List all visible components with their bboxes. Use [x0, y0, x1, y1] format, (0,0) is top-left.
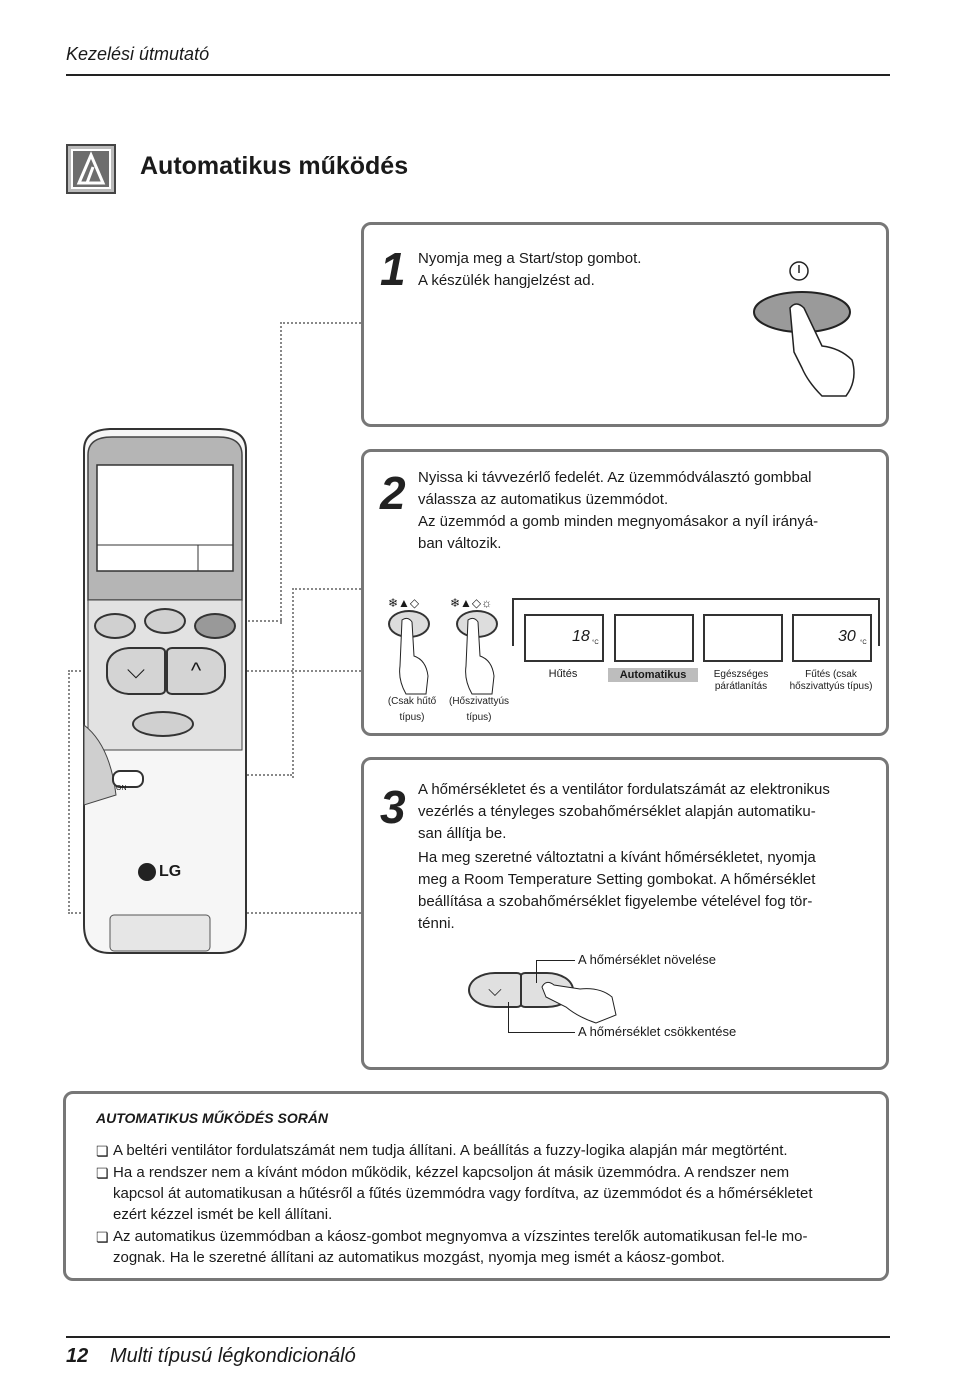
lcd-dehumidify: [703, 614, 783, 662]
mode-icons-heatpump: ❄▲◇☼: [450, 596, 493, 610]
step2-line3: Az üzemmód a gomb minden megnyomásakor a…: [418, 513, 819, 530]
remote-start-stop-button[interactable]: [194, 613, 236, 639]
step1-line2: A készülék hangjelzést ad.: [418, 272, 595, 289]
step3-box: [361, 757, 889, 1070]
decrease-label: A hőmérséklet csökkentése: [578, 1024, 737, 1039]
step2-line2: válassza az automatikus üzemmódot.: [418, 491, 669, 508]
remote-fan-button[interactable]: [132, 711, 194, 737]
heatpump-type-label-2: típus): [466, 712, 492, 723]
increase-label: A hőmérséklet növelése: [578, 952, 717, 967]
mode-icons-cooling: ❄▲◇: [388, 596, 420, 610]
footer-title: Multi típusú légkondicionáló: [110, 1345, 356, 1367]
step3-line4: Ha meg szeretné változtatni a kívánt hőm…: [418, 849, 816, 866]
note-item-2: ❏ Ha a rendszer nem a kívánt módon működ…: [96, 1164, 813, 1223]
note-item-1: ❏ A beltéri ventilátor fordulatszámát ne…: [96, 1140, 888, 1161]
step1-number: 1: [380, 243, 406, 295]
remote-swing-button[interactable]: [144, 608, 186, 634]
header-title: Kezelési útmutató: [66, 44, 210, 64]
step3-number: 3: [380, 781, 406, 833]
checkbox-bullet-icon: ❏: [96, 1229, 109, 1245]
page-title: Automatikus működés: [140, 152, 409, 180]
hand-pressing-icon: [540, 975, 620, 1030]
connector-step1-b: [232, 620, 282, 622]
start-stop-button-illustration[interactable]: [750, 290, 860, 400]
remote-temp-down-button[interactable]: ⌵: [106, 647, 166, 695]
decrease-pointer: [508, 1002, 575, 1033]
lcd-cooling: 18 °C: [524, 614, 604, 662]
step2-line1: Nyissa ki távvezérlő fedelét. Az üzemmód…: [418, 469, 812, 486]
step2-number: 2: [380, 467, 406, 519]
lcd-auto: [614, 614, 694, 662]
remote-fan-speed-button[interactable]: [94, 613, 136, 639]
lg-logo: LG: [138, 863, 181, 881]
cooling-type-label-2: típus): [399, 712, 425, 723]
lcd-cooling-temp: 18: [572, 628, 590, 645]
step3-line6: beállítása a szobahőmérséklet figyelembe…: [418, 893, 813, 910]
step3-line2: vezérlés a tényleges szobahőmérséklet al…: [418, 803, 816, 820]
mode-label-heating-1: Fűtés (csak: [805, 669, 857, 680]
mode-label-heating-2: hőszivattyús típus): [789, 681, 873, 692]
step3-line5: meg a Room Temperature Setting gombokat.…: [418, 871, 816, 888]
note-item-3: ❏ Az automatikus üzemmódban a káosz-gomb…: [96, 1228, 808, 1266]
header-rule: [66, 74, 890, 76]
step3-line7: ténni.: [418, 915, 455, 932]
remote-on-label: ON: [116, 785, 127, 792]
mode-cycle-arrow: [512, 598, 880, 646]
footer-rule: [66, 1336, 890, 1338]
mode-label-dehumidify-1: Egészséges: [713, 669, 769, 680]
connector-step1: [280, 322, 364, 624]
chevron-down-icon: ⌵: [488, 979, 502, 1000]
remote-temp-up-button[interactable]: ^: [166, 647, 226, 695]
mode-label-cooling: Hűtés: [548, 668, 578, 680]
increase-pointer: [536, 960, 575, 983]
lcd-heating-temp: 30: [838, 628, 856, 645]
notes-title: AUTOMATIKUS MŰKÖDÉS SORÁN: [96, 1110, 329, 1126]
chevron-up-icon: ^: [190, 658, 202, 683]
hand-icon: [392, 616, 502, 701]
remote-mode-button[interactable]: [112, 770, 144, 788]
connector-step2: [292, 588, 364, 778]
mode-label-auto: Automatikus: [608, 668, 698, 682]
step2-line4: ban változik.: [418, 535, 502, 552]
lcd-heating: 30 °C: [792, 614, 872, 662]
checkbox-bullet-icon: ❏: [96, 1165, 109, 1181]
notes-box: [63, 1091, 889, 1281]
auto-mode-icon: [66, 144, 116, 194]
checkbox-bullet-icon: ❏: [96, 1143, 109, 1159]
step3-line1: A hőmérsékletet és a ventilátor fordulat…: [418, 781, 830, 798]
mode-label-dehumidify-2: párátlanítás: [714, 681, 768, 692]
step3-line3: san állítja be.: [418, 825, 507, 842]
heatpump-type-label-1: (Hőszivattyús: [448, 696, 509, 707]
page-number: 12: [66, 1345, 89, 1367]
chevron-down-icon: ⌵: [126, 657, 146, 684]
remote-control: ⌵ ^ ON LG: [80, 425, 250, 955]
step2-box: [361, 449, 889, 736]
power-icon: [788, 260, 810, 287]
step1-line1: Nyomja meg a Start/stop gombot.: [418, 250, 642, 267]
cooling-type-label-1: (Csak hűtő: [387, 696, 437, 707]
